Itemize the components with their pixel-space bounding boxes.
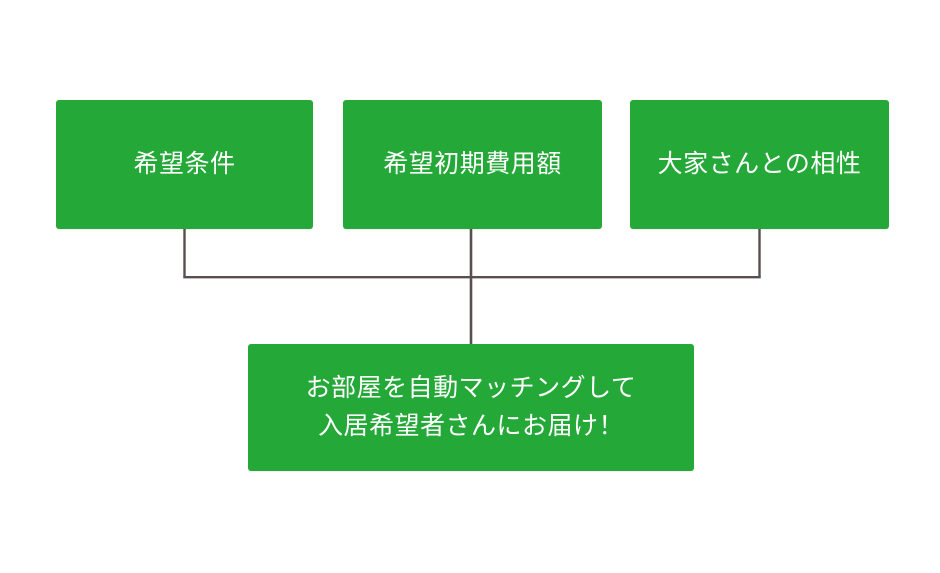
node-initial-cost-label: 希望初期費用額 xyxy=(383,149,562,178)
node-auto-matching-label: お部屋を自動マッチングして 入居希望者さんにお届け！ xyxy=(305,374,637,440)
node-landlord-fit-label: 大家さんとの相性 xyxy=(657,149,862,178)
node-auto-matching: お部屋を自動マッチングして 入居希望者さんにお届け！ xyxy=(248,344,694,471)
node-landlord-fit: 大家さんとの相性 xyxy=(630,100,889,229)
node-desired-conditions: 希望条件 xyxy=(56,100,313,229)
node-desired-conditions-label: 希望条件 xyxy=(133,149,236,178)
node-initial-cost: 希望初期費用額 xyxy=(343,100,602,229)
